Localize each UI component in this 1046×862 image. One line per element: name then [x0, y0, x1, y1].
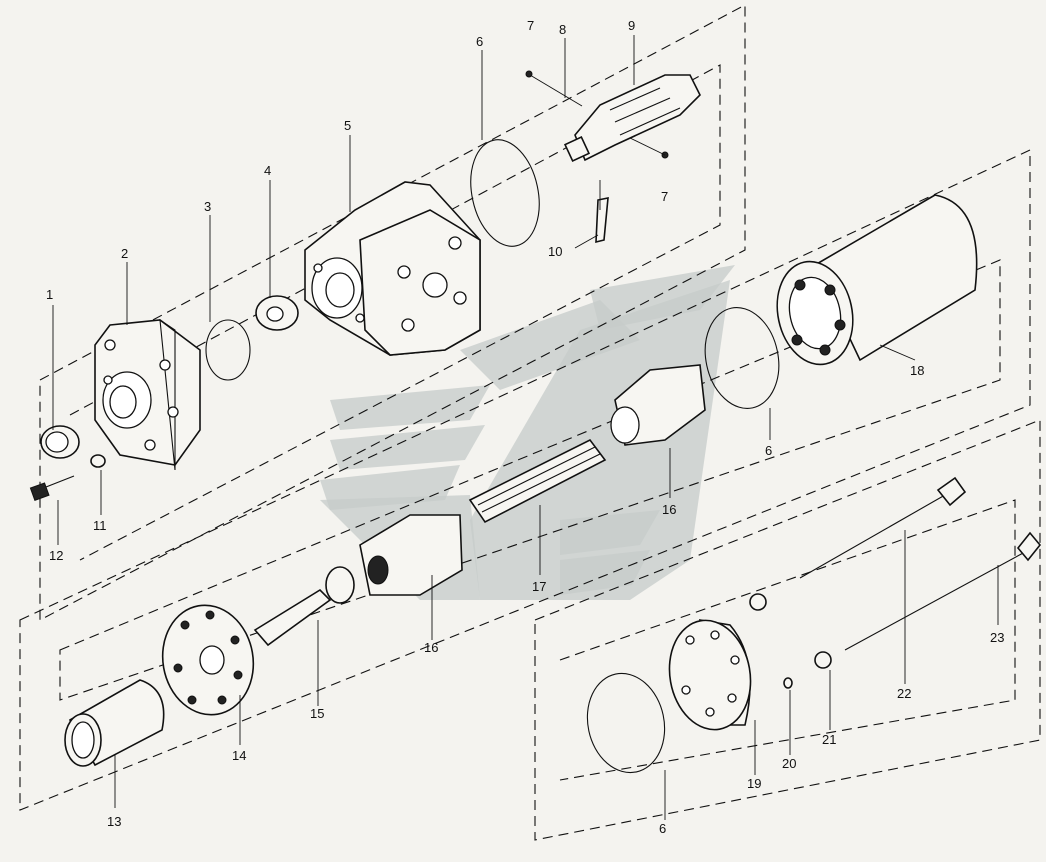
- part-14-valve-plate: [161, 604, 255, 716]
- callout-12: 12: [49, 548, 63, 563]
- callout-16b: 16: [424, 640, 438, 655]
- part-17-drive-shaft: [468, 438, 607, 524]
- callout-19: 19: [747, 776, 761, 791]
- part-5-valve-body: [304, 181, 481, 356]
- part-18-housing: [776, 194, 978, 366]
- part-4-washer: [255, 295, 299, 331]
- callout-leaders: [52, 35, 999, 820]
- part-1-seal: [40, 425, 80, 459]
- callout-9: 9: [628, 18, 635, 33]
- callout-7: 7: [527, 18, 534, 33]
- callout-1: 1: [46, 287, 53, 302]
- part-2-flange: [94, 318, 201, 471]
- part-20-seal: [783, 677, 793, 689]
- part-21-washer: [814, 651, 832, 669]
- callout-14: 14: [232, 748, 246, 763]
- part-12-cap-screw: [29, 475, 75, 501]
- part-6-o-rings: [470, 139, 780, 774]
- part-11-washer: [90, 454, 106, 468]
- callout-numbers: 1 2 3 4 5 6 7 8 9 7 10 11 12 18 6 16 17 …: [46, 18, 1004, 836]
- part-3-o-ring: [205, 319, 251, 381]
- callout-4: 4: [264, 163, 271, 178]
- callout-21: 21: [822, 732, 836, 747]
- part-22-bolt: [749, 476, 967, 611]
- part-13-roller-cage: [64, 679, 165, 767]
- part-16-gerotor-lower: [359, 514, 463, 596]
- callout-8: 8: [559, 22, 566, 37]
- callout-18: 18: [910, 363, 924, 378]
- callout-20: 20: [782, 756, 796, 771]
- callout-11: 11: [93, 518, 107, 533]
- callout-17: 17: [532, 579, 546, 594]
- callout-13: 13: [107, 814, 121, 829]
- callout-7b: 7: [661, 189, 668, 204]
- callout-6b: 6: [765, 443, 772, 458]
- callout-15: 15: [310, 706, 324, 721]
- callout-22: 22: [897, 686, 911, 701]
- callout-3: 3: [204, 199, 211, 214]
- callout-2: 2: [121, 246, 128, 261]
- part-16-gerotor-upper: [610, 364, 706, 446]
- part-23-bolt: [844, 531, 1042, 651]
- callout-6c: 6: [659, 821, 666, 836]
- callout-6: 6: [476, 34, 483, 49]
- callout-16: 16: [662, 502, 676, 517]
- part-9-spool-assembly: [525, 70, 701, 244]
- part-15-drive-link: [253, 566, 355, 647]
- callout-10: 10: [548, 244, 562, 259]
- part-19-end-cap: [668, 619, 752, 731]
- callout-5: 5: [344, 118, 351, 133]
- callout-23: 23: [990, 630, 1004, 645]
